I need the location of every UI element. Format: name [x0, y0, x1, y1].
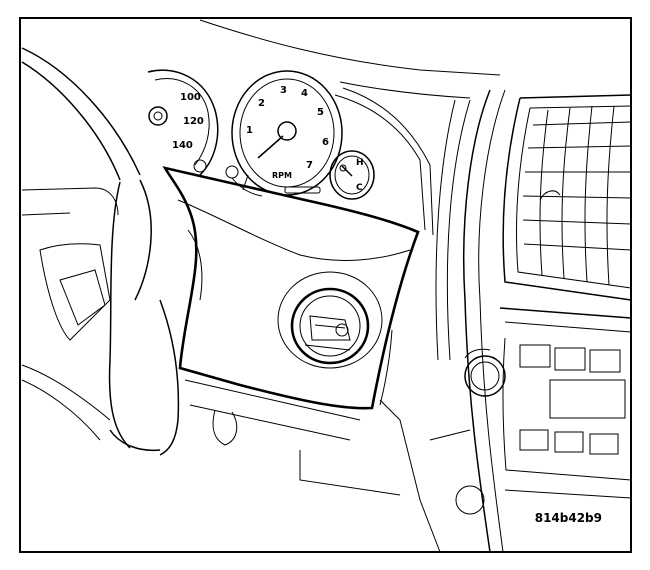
steering-column-cover — [162, 166, 420, 410]
temp-label-h: H — [356, 158, 364, 168]
temperature-gauge: H C — [329, 150, 375, 200]
radio-knob — [464, 355, 506, 397]
tach-label-2: 2 — [258, 98, 265, 109]
temp-label-c: C — [356, 183, 363, 193]
speed-label-100: 100 — [180, 92, 201, 103]
radio-unit — [455, 307, 632, 515]
center-stack — [435, 89, 632, 553]
tach-label-6: 6 — [322, 137, 329, 148]
speedometer: 100 120 140 — [147, 69, 219, 176]
steering-wheel — [21, 47, 180, 456]
dashboard-drawing: 100 120 140 1 2 3 4 5 6 7 RPM — [21, 19, 632, 553]
tach-unit-label: RPM — [272, 171, 292, 180]
tach-label-4: 4 — [301, 88, 308, 99]
tach-label-5: 5 — [317, 107, 324, 118]
air-vent-grille — [522, 105, 632, 286]
figure-id: 814b42b9 — [535, 511, 602, 525]
ignition-switch — [277, 271, 383, 369]
speed-label-120: 120 — [183, 116, 204, 127]
tach-label-7: 7 — [306, 160, 313, 171]
tach-label-3: 3 — [280, 85, 287, 96]
tach-label-1: 1 — [246, 125, 253, 136]
speed-label-140: 140 — [172, 140, 193, 151]
